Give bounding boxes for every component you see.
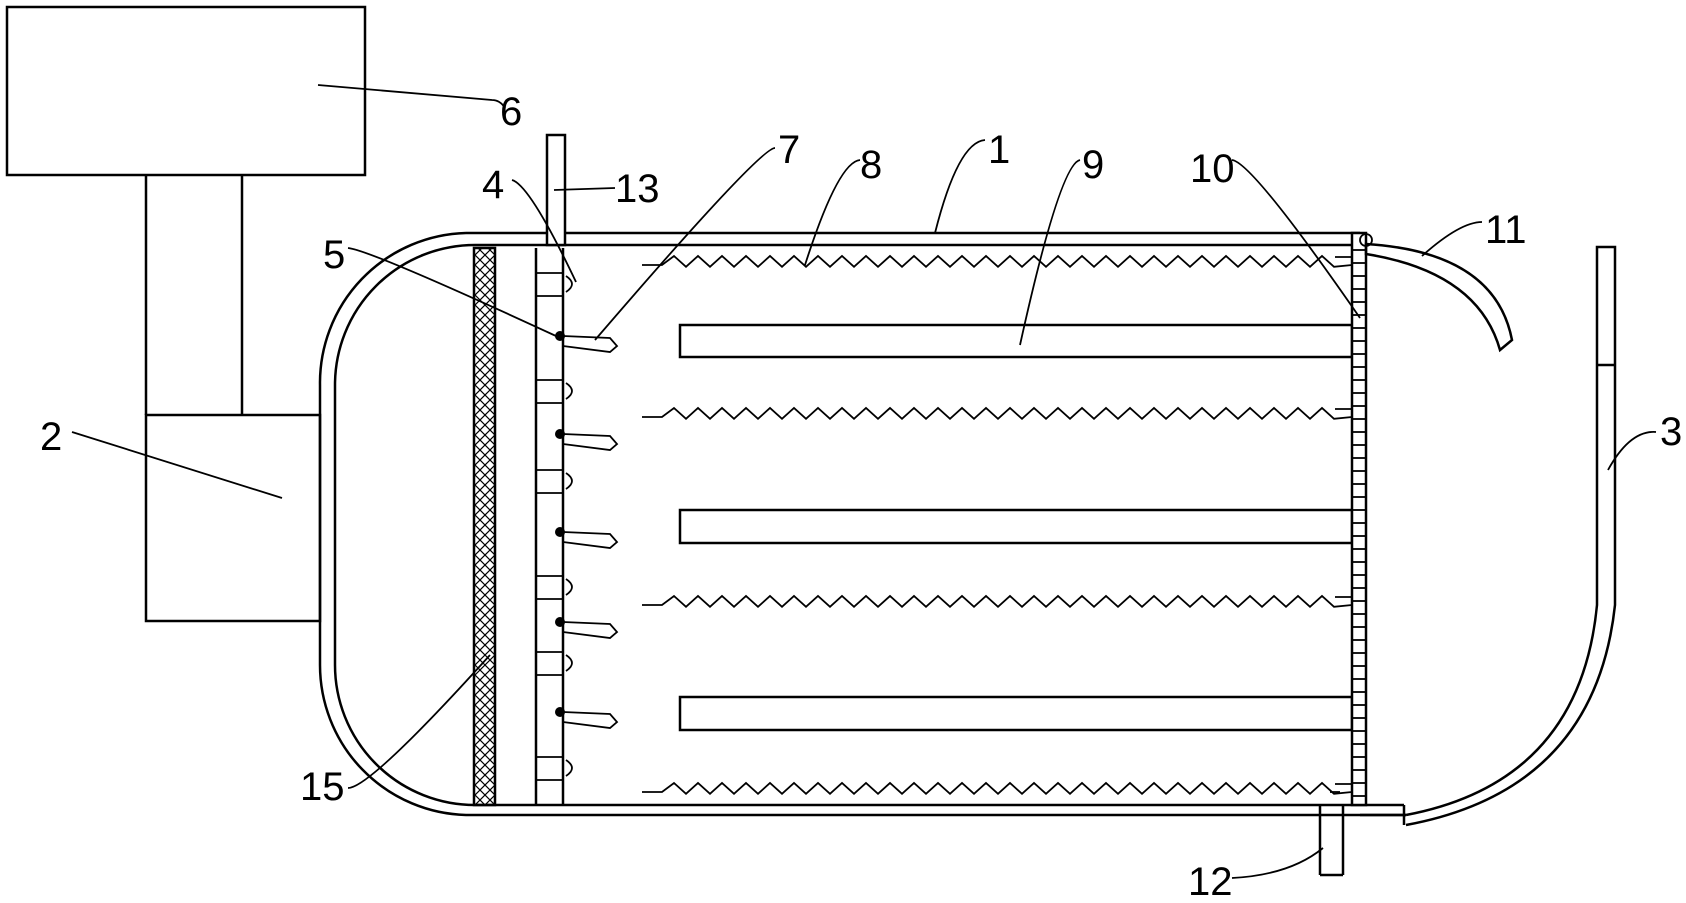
plate-9-bottom xyxy=(678,695,1354,732)
label-9: 9 xyxy=(1082,143,1104,187)
unit-2-box xyxy=(144,413,322,623)
perforation-lines xyxy=(1352,249,1366,797)
plate-9-middle xyxy=(678,508,1354,545)
zigzag-element xyxy=(642,594,1353,609)
zigzag-element xyxy=(642,254,1353,269)
label-5: 5 xyxy=(323,233,345,277)
label-15: 15 xyxy=(300,765,345,809)
label-4: 4 xyxy=(482,163,504,207)
label-3: 3 xyxy=(1660,410,1682,454)
nozzle-cups-4 xyxy=(536,272,573,781)
outlet-pipe-3 xyxy=(1405,245,1617,827)
leader-lines xyxy=(71,84,1657,879)
label-7: 7 xyxy=(778,128,800,172)
label-11: 11 xyxy=(1485,208,1527,252)
label-2: 2 xyxy=(40,415,62,459)
filter-layer-15 xyxy=(472,246,497,807)
perforated-plate-10 xyxy=(1350,231,1368,807)
label-12: 12 xyxy=(1188,860,1233,903)
tank-inner-shell xyxy=(333,243,1404,807)
zigzag-element xyxy=(642,406,1353,421)
hinged-cover-11 xyxy=(1364,242,1514,353)
plate-9-top xyxy=(678,323,1354,359)
tank-outer-shell xyxy=(318,231,1406,817)
label-10: 10 xyxy=(1190,147,1235,191)
zigzag-element xyxy=(642,781,1353,796)
zigzag-elements-8 xyxy=(642,254,1353,796)
nozzle-pivots-5 xyxy=(555,331,565,717)
unit-6-box xyxy=(5,5,367,177)
spray-nozzles-7 xyxy=(562,335,619,729)
label-8: 8 xyxy=(860,143,882,187)
label-1: 1 xyxy=(988,128,1010,172)
label-6: 6 xyxy=(500,90,522,134)
label-13: 13 xyxy=(615,167,660,211)
